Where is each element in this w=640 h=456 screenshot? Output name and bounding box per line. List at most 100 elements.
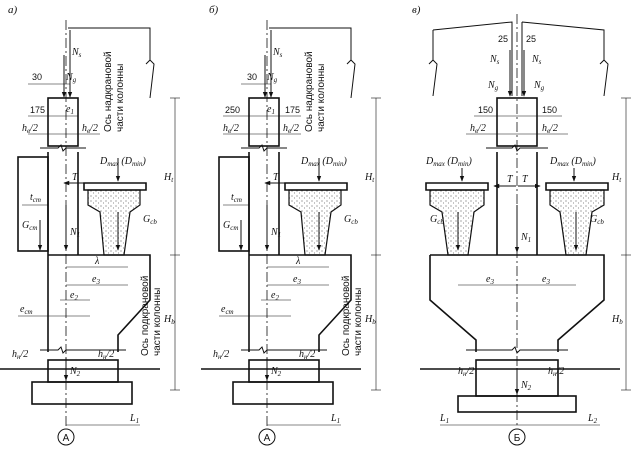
panel-b-dim-175: 175 [285, 105, 300, 115]
panel-b-upper-column [248, 97, 280, 147]
panel-c-hv2-right: hв/2 [542, 123, 558, 135]
panel-a-foundation [31, 381, 133, 405]
panel-c: в) 25 25 Ns Ns Ng Ng 150 150 hв/2 hв/2 D… [412, 4, 631, 446]
panel-a-truss [68, 27, 155, 99]
panel-c-upper-continuation [496, 152, 538, 255]
panel-c-hn2-right: hн/2 [548, 366, 564, 378]
panel-a-n1: N1 [69, 227, 80, 239]
panel-c-axis-circle [508, 428, 526, 446]
panel-b-hn2-left: hн/2 [213, 349, 229, 361]
panel-c-break-top [486, 144, 548, 152]
panel-a-ecm: ecm [20, 304, 33, 316]
panel-b-ht: Ht [364, 172, 375, 184]
panel-b-n2: N2 [270, 366, 282, 378]
panel-b-dmax: Dmax (Dmin) [300, 156, 347, 168]
panel-b-label: б) [209, 4, 219, 16]
panel-a-n2: N2 [69, 366, 81, 378]
panel-c-lower-column [429, 254, 605, 352]
panel-a-column-base [47, 359, 119, 383]
panel-a-wall-panel [17, 156, 49, 252]
panel-c-t-left: T [507, 174, 514, 185]
panel-b-n1: N1 [270, 227, 281, 239]
panel-c-ns-right: Ns [531, 54, 542, 66]
panel-a-lower-axis-text: Ось подкрановойчасти колонны [140, 276, 163, 356]
panel-c-span-right: L2 [587, 413, 598, 425]
panel-c-ng-left: Ng [487, 80, 499, 92]
panel-b: б) Ns Ng 30 250 175 e1 hв/2 hв/2 Ось над… [201, 4, 381, 446]
panel-b-ecm: ecm [221, 304, 234, 316]
panel-a: а) Ns Ng 30 175 e1 hв/2 hв/2 Ось надкран… [0, 4, 180, 446]
panel-c-gcb-right: Gcb [590, 214, 604, 226]
panel-c-label: в) [412, 4, 421, 16]
panel-a-hn2-left: hн/2 [12, 349, 28, 361]
panel-a-upper-column [47, 97, 79, 147]
panel-a-upper-continuation [47, 152, 79, 255]
panel-b-hb: Hb [364, 314, 376, 326]
panel-c-hn2-left: hн/2 [458, 366, 474, 378]
panel-b-column-base [248, 359, 320, 383]
panel-c-ns-left: Ns [489, 54, 500, 66]
panel-a-hb: Hb [163, 314, 175, 326]
panel-a-rail [83, 182, 147, 191]
panel-c-axis-mark: Б [514, 433, 521, 444]
panel-c-gcb-left: Gcb [430, 214, 444, 226]
panel-b-axis-mark: А [264, 433, 271, 444]
panel-b-ng-label: Ng [266, 72, 278, 84]
panel-a-tcm: tcm [30, 192, 41, 204]
panel-b-truss [269, 27, 356, 99]
panel-a-upper-axis-text: Ось надкрановойчасти колонны [103, 51, 126, 132]
panel-b-tcm: tcm [231, 192, 242, 204]
panel-a-lower-column [47, 254, 151, 352]
panel-b-lower-axis-text: Ось подкрановойчасти колонны [341, 276, 364, 356]
panel-c-roof-right [521, 21, 609, 97]
panel-c-e3-right: e3 [542, 274, 550, 286]
panel-a-axis-circle [57, 428, 75, 446]
panel-c-break-bottom [466, 346, 568, 354]
panel-a-gcm: Gcm [22, 220, 37, 232]
panel-b-lambda: λ [295, 256, 301, 267]
panel-a-hv2-left: hв/2 [22, 123, 38, 135]
panel-b-e2: e2 [271, 290, 279, 302]
panel-b-crane-beam [288, 189, 342, 256]
panel-b-gcm: Gcm [223, 220, 238, 232]
panel-b-ns-label: Ns [272, 47, 283, 59]
panel-a-hn2-right: hн/2 [98, 349, 114, 361]
panel-b-e1: e1 [267, 104, 275, 116]
panel-a-lambda: λ [94, 256, 100, 267]
panel-a-t: T [72, 172, 79, 183]
panel-c-dim-25-right: 25 [526, 34, 536, 44]
panel-b-rail [284, 182, 348, 191]
panel-c-hv2-left: hв/2 [470, 123, 486, 135]
panel-b-hv2-left: hв/2 [223, 123, 239, 135]
panel-b-hv2-right: hв/2 [283, 123, 299, 135]
panel-a-dim-30: 30 [32, 72, 42, 82]
panel-b-gcb: Gcb [344, 214, 358, 226]
panel-c-roof-left [428, 21, 513, 97]
panel-a-dmax: Dmax (Dmin) [99, 156, 146, 168]
panel-c-dim-150-left: 150 [478, 105, 493, 115]
panel-b-lower-column [248, 254, 352, 352]
panel-b-dim-250: 250 [225, 105, 240, 115]
panel-b-upper-continuation [248, 152, 280, 255]
panel-c-dmax-left: Dmax (Dmin) [425, 156, 472, 168]
panel-c-span-left: L1 [439, 413, 449, 425]
panel-b-wall-panel [218, 156, 250, 252]
panel-a-break-top [40, 144, 86, 152]
panel-c-dim-150-right: 150 [542, 105, 557, 115]
panel-b-hn2-right: hн/2 [299, 349, 315, 361]
panel-a-e2: e2 [70, 290, 78, 302]
panel-c-hb: Hb [611, 314, 623, 326]
panel-c-dim-25-left: 25 [498, 34, 508, 44]
panel-a-ns-label: Ns [71, 47, 82, 59]
panel-b-foundation [232, 381, 334, 405]
panel-a-e3: e3 [92, 274, 100, 286]
panel-c-dmax-right: Dmax (Dmin) [549, 156, 596, 168]
panel-a-ng-label: Ng [65, 72, 77, 84]
panel-c-n1: N1 [520, 232, 531, 244]
panel-a-gcb: Gcb [143, 214, 157, 226]
panel-c-rail-right [545, 182, 609, 191]
panel-c-n2: N2 [520, 380, 532, 392]
panel-c-ng-right: Ng [533, 80, 545, 92]
panel-a-ht: Ht [163, 172, 174, 184]
panel-c-rail-left [425, 182, 489, 191]
